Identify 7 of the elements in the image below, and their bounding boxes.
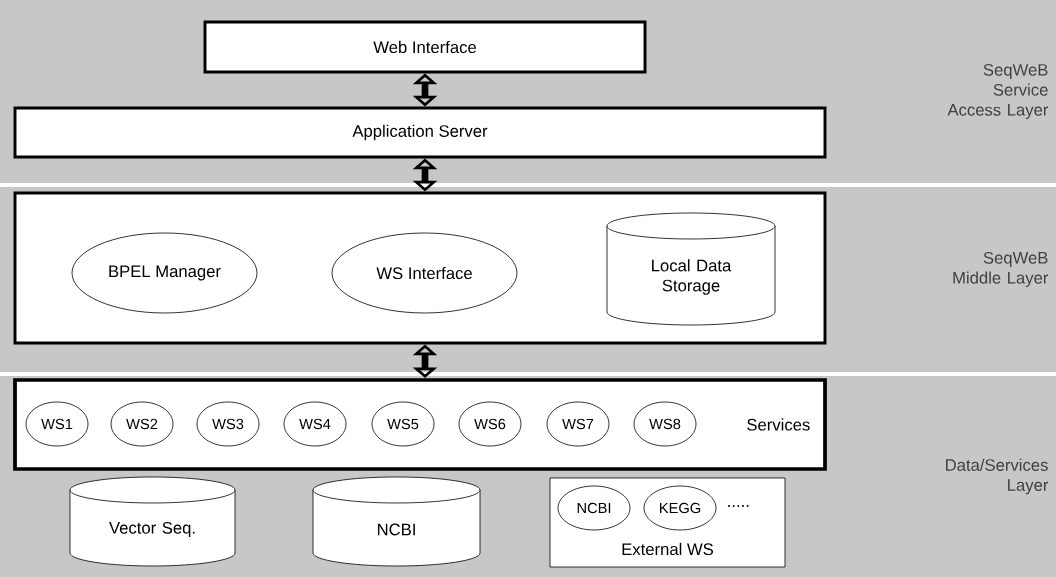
double-arrow: [412, 158, 438, 192]
double-arrow: [412, 73, 438, 107]
component-box: Application Server: [13, 106, 827, 159]
database-cylinder: NCBI: [312, 476, 481, 567]
database-cylinder: Vector Seq.: [69, 476, 236, 567]
component-box: Web Interface: [203, 20, 647, 74]
database-cylinder: Local Data Storage: [606, 212, 776, 326]
